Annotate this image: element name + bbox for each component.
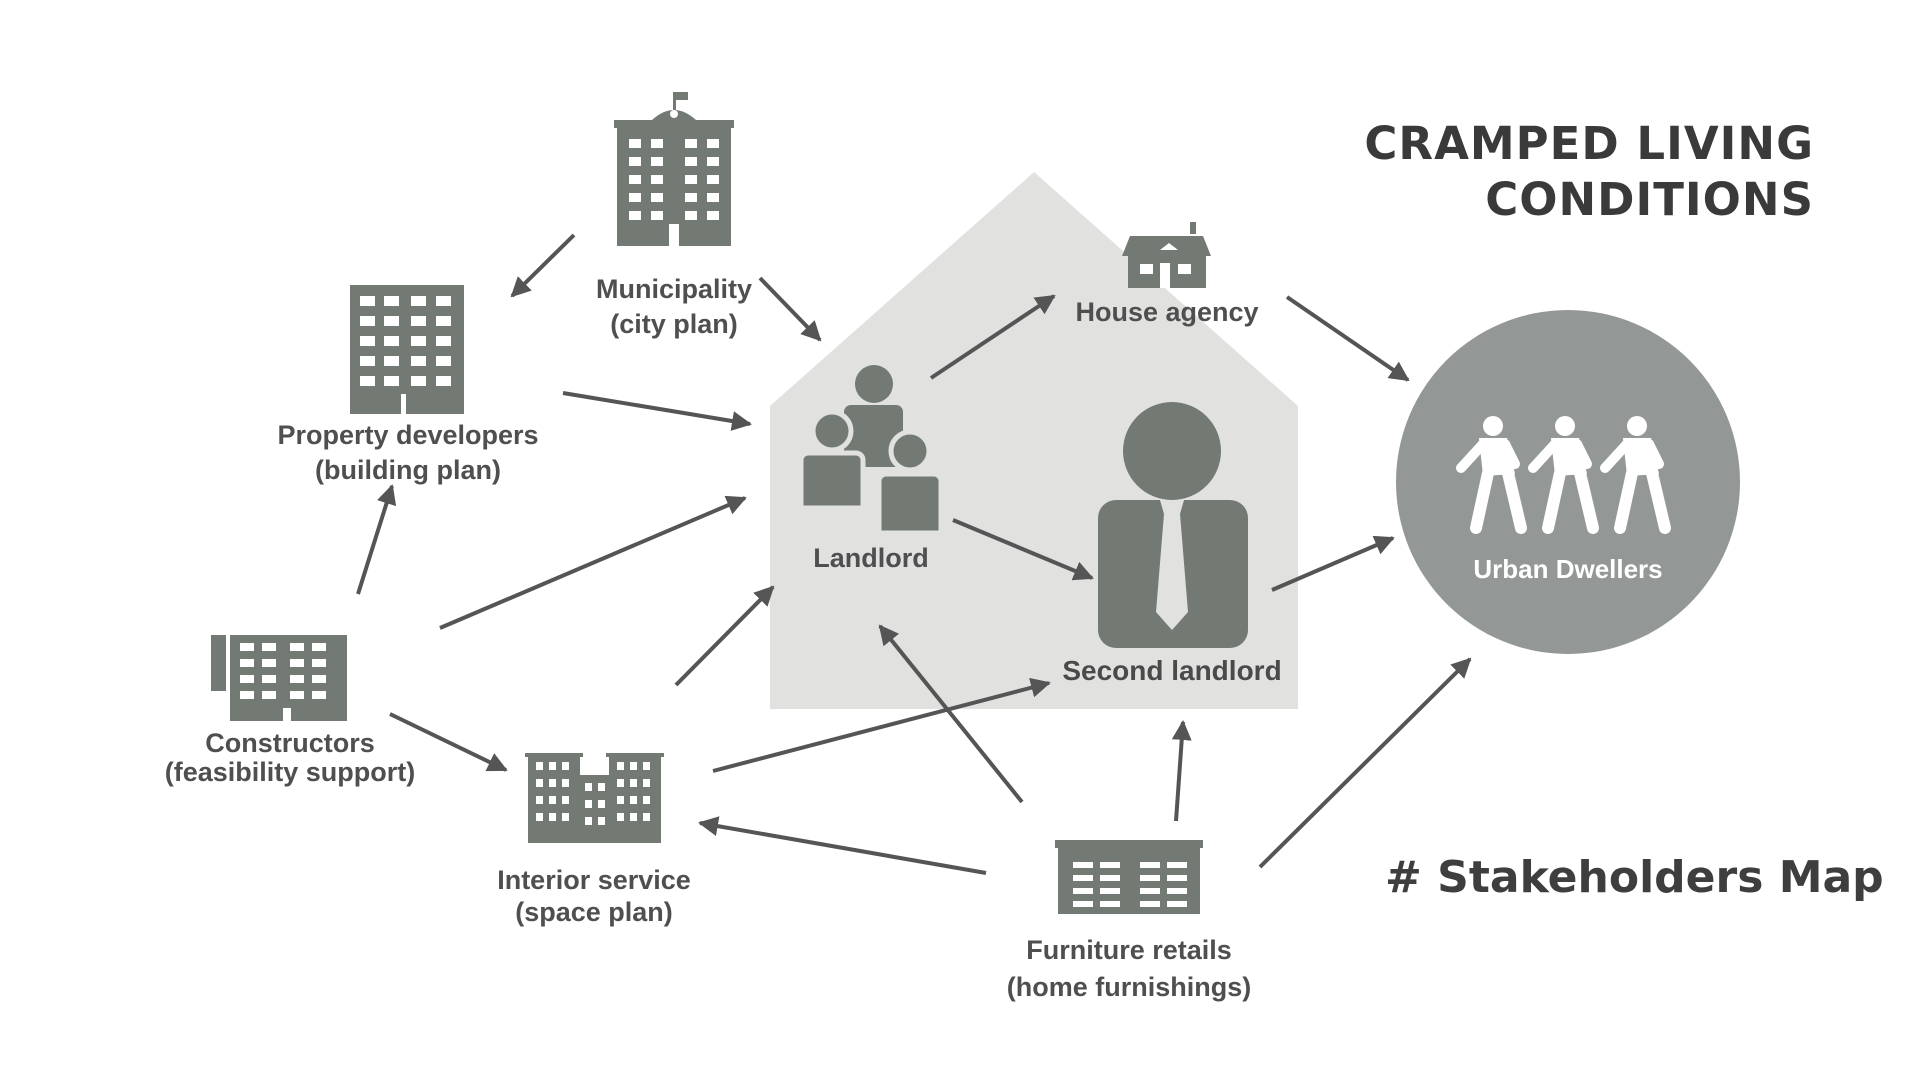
arrow-municipality-to-landlord — [758, 276, 822, 342]
house-icon — [1122, 222, 1211, 288]
property-developers-role: (building plan) — [315, 455, 501, 485]
constructors-label: Constructors (feasibility support) — [165, 729, 416, 787]
walking-people-icon — [1456, 416, 1671, 534]
title-line-2: CONDITIONS — [1485, 173, 1814, 226]
office-tower-icon — [350, 285, 464, 414]
arrow-landlord-to-second-landlord — [952, 518, 1094, 581]
arrow-interior-to-landlord — [674, 585, 775, 687]
arrows-group — [356, 233, 1472, 875]
arrow-furniture-to-urban-dwellers — [1258, 657, 1472, 869]
title-line-1: CRAMPED LIVING — [1364, 117, 1814, 170]
municipality-name: Municipality — [595, 274, 753, 304]
arrow-constructors-to-interior — [389, 712, 508, 772]
house-agency-label: House agency — [1075, 295, 1258, 330]
construction-building-icon — [211, 635, 347, 721]
arrow-furniture-to-landlord — [878, 624, 1024, 804]
house-agency-name: House agency — [1075, 297, 1259, 327]
map-subtitle: # Stakeholders Map — [1385, 852, 1884, 903]
arrow-developers-to-landlord — [562, 391, 752, 431]
constructors-name: Constructors — [205, 728, 375, 758]
property-developers-label: Property developers (building plan) — [277, 418, 538, 488]
arrow-house-agency-to-urban-dwellers — [1285, 295, 1410, 382]
second-landlord-label: Second landlord — [1062, 655, 1282, 686]
businessman-icon — [1098, 402, 1248, 648]
urban-dwellers-circle — [1396, 310, 1740, 654]
arrow-constructors-to-developers — [356, 484, 397, 595]
government-building-icon — [614, 92, 734, 246]
page-title: CRAMPED LIVING CONDITIONS — [1364, 116, 1814, 228]
arrow-municipality-to-developers — [510, 233, 576, 298]
arrow-second-landlord-to-urban-dwellers — [1271, 535, 1395, 592]
municipality-role: (city plan) — [610, 309, 738, 339]
landlord-name: Landlord — [813, 543, 929, 573]
interior-service-name: Interior service — [497, 865, 691, 895]
furniture-retails-name: Furniture retails — [1026, 935, 1232, 965]
furniture-retails-label: Furniture retails (home furnishings) — [1007, 932, 1252, 1006]
store-building-icon — [1055, 840, 1203, 914]
furniture-retails-role: (home furnishings) — [1006, 972, 1252, 1002]
arrow-interior-to-second-landlord — [712, 677, 1051, 773]
arrow-furniture-to-second-landlord — [1171, 720, 1192, 822]
arrow-constructors-to-landlord — [439, 495, 747, 630]
arrow-furniture-to-interior — [698, 816, 987, 875]
municipality-label: Municipality (city plan) — [596, 272, 752, 342]
arrow-landlord-to-house-agency — [929, 294, 1056, 380]
group-people-icon — [798, 365, 944, 536]
interior-service-label: Interior service (space plan) — [497, 864, 691, 928]
interior-service-role: (space plan) — [515, 897, 673, 927]
urban-dwellers-label: Urban Dwellers — [1473, 554, 1663, 584]
apartment-block-icon — [525, 753, 664, 843]
property-developers-name: Property developers — [277, 420, 539, 450]
landlord-label: Landlord — [813, 541, 929, 576]
constructors-role: (feasibility support) — [164, 757, 416, 787]
